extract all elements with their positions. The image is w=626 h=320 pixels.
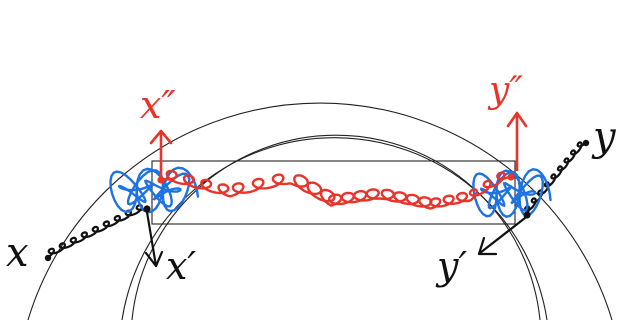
red-arrow-right bbox=[506, 111, 528, 172]
blue-cloud-right bbox=[472, 168, 552, 218]
red-arrow-left bbox=[149, 129, 173, 180]
vertex-dot-y bbox=[582, 139, 590, 147]
label-y-double-prime: y″ bbox=[487, 70, 523, 111]
label-x: x bbox=[6, 230, 29, 276]
gluon-line-x-left bbox=[46, 204, 148, 259]
inner-arc bbox=[131, 134, 541, 320]
outer-arc bbox=[27, 102, 613, 320]
gluon-line-y-right bbox=[524, 141, 587, 216]
blue-cloud-left bbox=[109, 166, 200, 214]
vertex-dot-y-double-prime bbox=[507, 173, 515, 181]
label-x-double-prime: x″ bbox=[140, 83, 176, 127]
label-y: y bbox=[591, 114, 617, 160]
label-x-prime: x′ bbox=[166, 244, 196, 288]
label-y-prime: y′ bbox=[435, 244, 467, 288]
vertex-dot-y-prime bbox=[523, 211, 531, 219]
vertex-dot-x bbox=[44, 254, 52, 262]
vertex-dot-x-prime bbox=[143, 205, 151, 213]
vertex-dot-x-double-prime bbox=[157, 176, 165, 184]
middle-arc bbox=[121, 137, 548, 320]
black-arrow-right bbox=[477, 216, 527, 256]
black-arrow-left bbox=[144, 210, 164, 268]
red-gluon-line bbox=[160, 169, 512, 210]
